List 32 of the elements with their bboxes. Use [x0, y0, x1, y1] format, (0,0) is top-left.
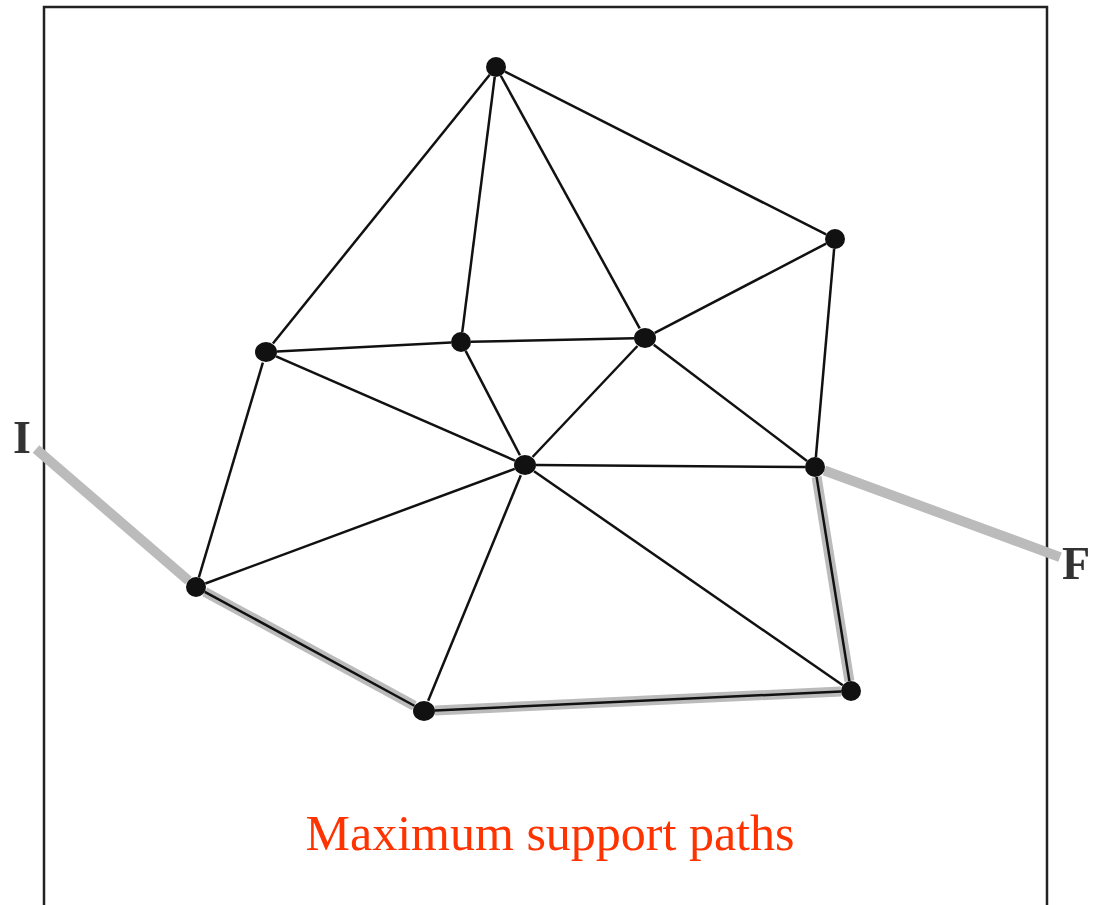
node-dot — [486, 57, 506, 77]
edge-line — [504, 70, 827, 236]
node-dot — [841, 681, 861, 701]
node-dot — [825, 229, 845, 249]
node-dot — [514, 455, 536, 475]
edge-line — [197, 362, 265, 578]
edge-line — [204, 467, 516, 585]
edge-line — [654, 242, 827, 335]
edge-line — [464, 350, 522, 456]
edge-line — [533, 470, 844, 687]
edge-line — [427, 474, 522, 702]
edge-line — [653, 343, 808, 462]
node-dot — [805, 457, 825, 477]
caption: Maximum support paths — [305, 805, 795, 861]
node-dot — [634, 328, 656, 348]
node-dot — [255, 342, 277, 362]
edge-line — [531, 345, 639, 458]
edge-line — [499, 75, 641, 329]
node-dot — [186, 577, 206, 597]
endpoint-label: I — [8, 415, 36, 459]
edge-line — [275, 355, 516, 462]
edge-line — [536, 463, 805, 469]
edge-line — [814, 248, 836, 458]
endpoint-label: F — [1060, 541, 1092, 585]
node-dot — [451, 332, 471, 352]
path-highlight-line — [32, 445, 192, 585]
edge-line — [470, 337, 635, 344]
node-dot — [413, 701, 435, 721]
path-highlight-line — [822, 465, 1062, 562]
edge-line — [461, 76, 496, 333]
edge-line — [276, 341, 452, 353]
edge-line — [271, 74, 491, 345]
